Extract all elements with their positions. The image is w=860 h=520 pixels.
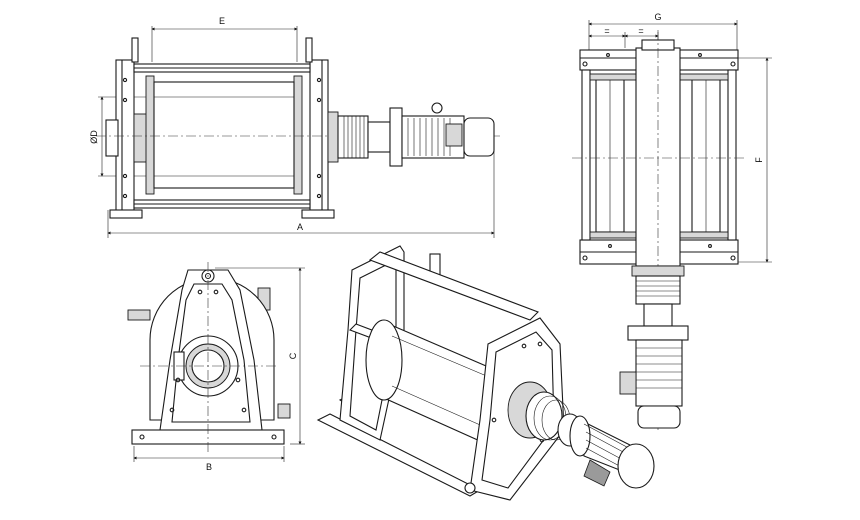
motor-adapter-flange: [389, 107, 403, 167]
left-lifting-lug: [131, 37, 139, 63]
fan-cover-top-view: [637, 405, 681, 429]
motor-top-view: [635, 339, 683, 407]
terminal-box-top-view: [619, 371, 637, 395]
label-dim-e: E: [219, 16, 225, 26]
iso-gearbox: [525, 391, 563, 441]
iso-anchor-bolt: [464, 482, 476, 494]
side-view: [127, 262, 305, 462]
drum-flange-left: [145, 75, 155, 195]
label-dim-equal-2: =: [638, 26, 643, 36]
right-side-rail: [727, 69, 737, 241]
motor-eyebolt: [431, 102, 443, 114]
iso-terminal-box: [583, 459, 611, 487]
planetary-gearbox: [337, 115, 369, 159]
iso-motor-flange: [569, 415, 591, 457]
left-foot: [109, 209, 143, 219]
brake-top-view: [643, 303, 673, 327]
label-dim-c: C: [288, 352, 298, 359]
top-view: [572, 20, 772, 430]
right-frame-plate: [309, 59, 329, 217]
right-foot: [301, 209, 335, 219]
dimension-labels: E A ØD G = = F C B: [89, 12, 764, 472]
gearbox-top-view: [635, 275, 681, 305]
isometric-view: [316, 245, 655, 501]
left-frame-plate: [115, 59, 135, 217]
front-view: [96, 26, 500, 238]
left-side-rail: [581, 69, 591, 241]
iso-top-tie-rod: [368, 251, 539, 321]
label-dim-g: G: [654, 12, 661, 22]
side-tie-rod-left: [127, 309, 151, 321]
label-dim-f: F: [754, 157, 764, 163]
label-dim-b: B: [206, 462, 212, 472]
left-bearing-cap: [105, 119, 119, 157]
drum-barrel: [153, 81, 295, 189]
terminal-box: [445, 123, 463, 147]
label-dim-equal-1: =: [604, 26, 609, 36]
motor-fan-cover: [463, 117, 495, 157]
brake-housing: [367, 121, 391, 153]
gear-flange: [327, 111, 339, 163]
gear-flange-top-view: [631, 265, 685, 277]
side-tie-rod-lower: [277, 403, 291, 419]
iso-fan-cover: [617, 443, 655, 489]
iso-drum-left-end: [365, 319, 403, 401]
label-dim-a: A: [297, 222, 303, 232]
right-lifting-lug: [305, 37, 313, 63]
label-dim-d: ØD: [89, 130, 99, 144]
motor-flange-top-view: [627, 325, 689, 341]
drum-flange-right: [293, 75, 303, 195]
